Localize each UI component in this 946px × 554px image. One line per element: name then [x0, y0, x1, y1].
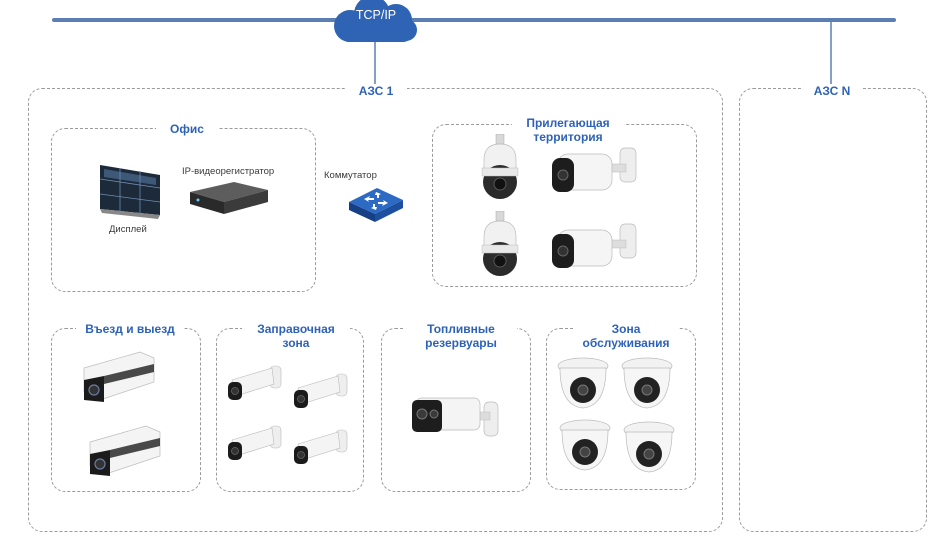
box-camera-icon	[83, 351, 155, 402]
nvr-label: IP-видеорегистратор	[182, 166, 275, 177]
display-label: Дисплей	[109, 224, 147, 235]
bullet-camera-icon	[552, 147, 637, 192]
perimeter-zone-title: Прилегающая территория	[512, 116, 624, 144]
turret-camera-icon	[623, 421, 675, 473]
ptz-dome-camera-icon	[481, 211, 519, 276]
entry-exit-zone-title: Въезд и выезд	[76, 322, 184, 336]
network-label: TCP/IP	[355, 8, 397, 22]
small-bullet-camera-icon	[294, 429, 348, 464]
small-bullet-camera-icon	[228, 365, 282, 400]
tanks-zone-title: Топливные резервуары	[405, 322, 517, 350]
video-wall-display-icon	[99, 165, 161, 219]
small-bullet-camera-icon	[294, 373, 348, 408]
network-cloud-icon	[334, 0, 417, 42]
fueling-zone-title: Заправочная зона	[242, 322, 350, 350]
turret-camera-icon	[559, 419, 611, 471]
service-zone-title: Зона обслуживания	[574, 322, 678, 350]
turret-camera-icon	[621, 357, 673, 409]
office-zone-frame	[51, 128, 316, 292]
station-n-title: АЗС N	[801, 84, 863, 98]
station-n-frame	[739, 88, 927, 532]
service-zone-frame	[546, 328, 696, 490]
box-camera-icon	[89, 425, 161, 476]
office-zone-title: Офис	[156, 122, 218, 136]
network-switch-icon	[349, 188, 403, 222]
switch-label: Коммутатор	[324, 170, 377, 181]
nvr-recorder-icon	[190, 182, 268, 214]
ptz-dome-camera-icon	[481, 134, 519, 199]
fueling-zone-frame	[216, 328, 364, 492]
turret-camera-icon	[557, 357, 609, 409]
small-bullet-camera-icon	[228, 425, 282, 460]
bullet-camera-icon	[552, 223, 637, 268]
station-1-title: АЗС 1	[345, 84, 407, 98]
thermal-camera-icon	[412, 397, 499, 437]
